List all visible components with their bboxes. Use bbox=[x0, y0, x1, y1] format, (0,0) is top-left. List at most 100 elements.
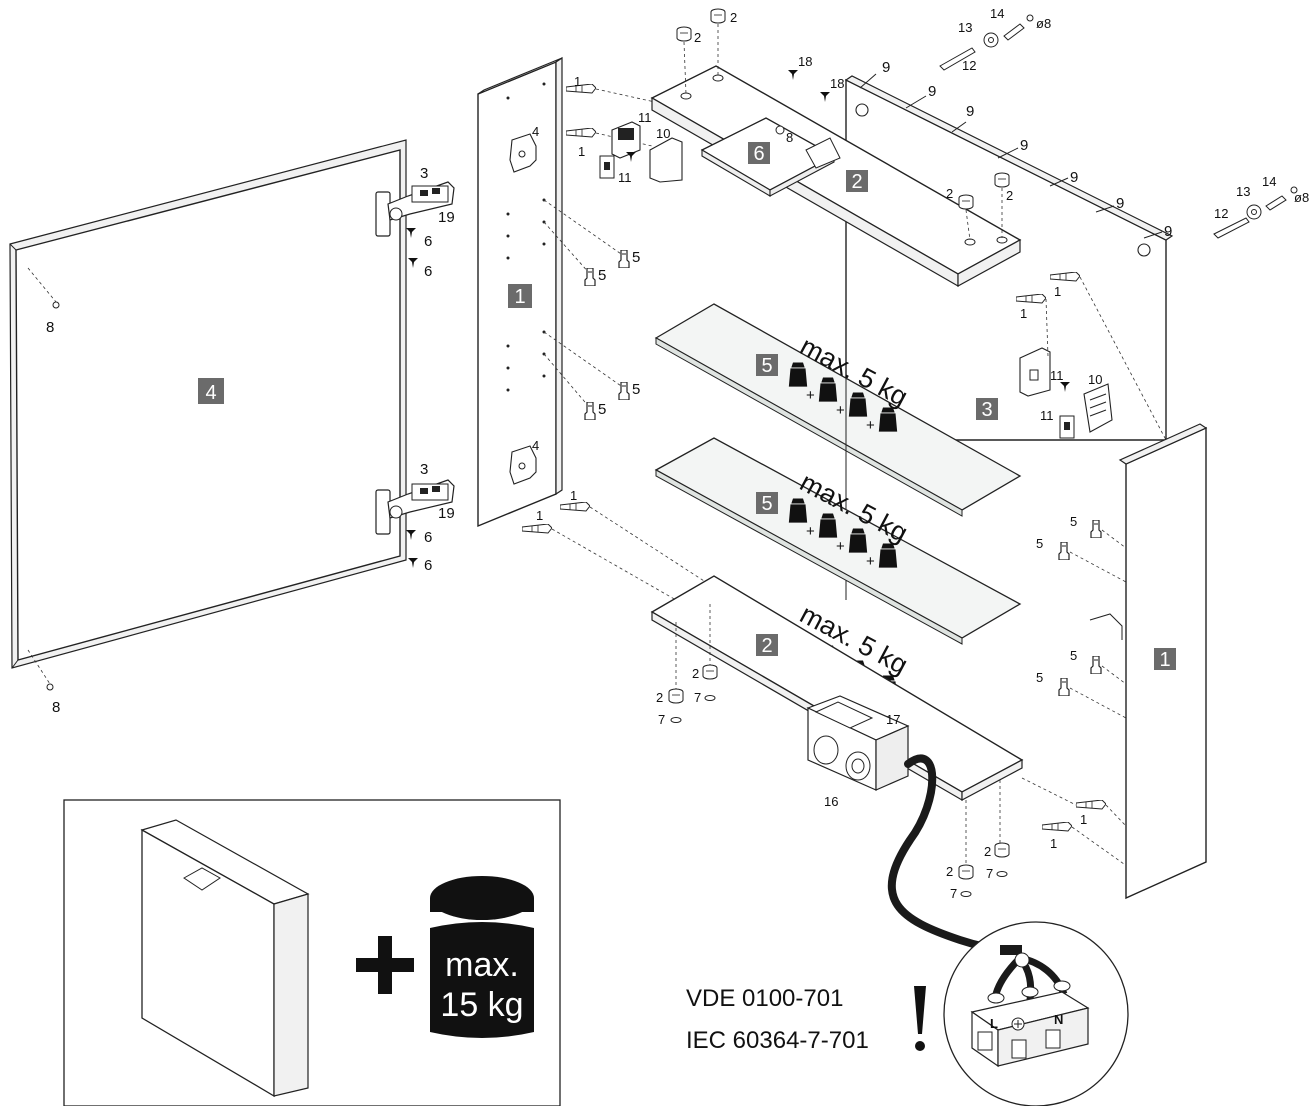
cam-lock-icon bbox=[668, 688, 684, 704]
plus-label: + bbox=[836, 538, 845, 555]
hinge-bottom bbox=[375, 479, 455, 535]
callout-2: 2 bbox=[730, 10, 737, 25]
cam-lock-icon bbox=[958, 864, 974, 880]
callout-2: 2 bbox=[946, 864, 953, 879]
callout-5: 5 bbox=[632, 249, 640, 266]
cam-lock-icon bbox=[702, 664, 718, 680]
screw-icon bbox=[820, 92, 830, 102]
box-label-6: 6 bbox=[753, 143, 764, 165]
callout-14-right: 14 bbox=[1262, 174, 1276, 189]
dowel-icon bbox=[1076, 800, 1106, 810]
callout-10: 10 bbox=[656, 126, 670, 141]
cam-lock-icon bbox=[994, 842, 1010, 858]
callout-17: 17 bbox=[886, 712, 900, 727]
warning-icon bbox=[914, 986, 926, 1051]
screw-icon bbox=[406, 530, 416, 540]
dowel-icon bbox=[560, 502, 590, 512]
callout-5: 5 bbox=[1036, 670, 1043, 685]
callout-18: 18 bbox=[798, 54, 812, 69]
hinge-top bbox=[375, 181, 455, 237]
cam-lock-icon bbox=[994, 172, 1010, 188]
dowel-icon bbox=[566, 128, 596, 138]
callout-4-top: 4 bbox=[532, 124, 539, 139]
bracket-top-left bbox=[599, 121, 683, 183]
callout-14-top: 14 bbox=[990, 6, 1004, 21]
hinge-plate-top bbox=[509, 133, 537, 173]
box-label-4-door: 4 bbox=[205, 382, 216, 404]
callout-2: 2 bbox=[656, 690, 663, 705]
callout-3-top: 3 bbox=[420, 165, 428, 182]
callout-2: 2 bbox=[984, 844, 991, 859]
screw-icon bbox=[406, 228, 416, 238]
weight-label-line2: 15 kg bbox=[440, 986, 523, 1024]
box-label-5-lower: 5 bbox=[761, 493, 772, 515]
plus-label: + bbox=[866, 417, 875, 434]
callout-1: 1 bbox=[574, 74, 581, 89]
screw-icon bbox=[626, 152, 636, 162]
shelf-support-icon bbox=[1090, 520, 1102, 538]
callout-9: 9 bbox=[1116, 195, 1124, 212]
wall-fixing-right bbox=[1213, 186, 1298, 239]
callout-2: 2 bbox=[692, 666, 699, 681]
plus-label: + bbox=[836, 402, 845, 419]
callout-5: 5 bbox=[1036, 536, 1043, 551]
shelf-support-icon bbox=[618, 382, 630, 400]
callout-18: 18 bbox=[830, 76, 844, 91]
callout-9: 9 bbox=[966, 103, 974, 120]
shelf-support-icon bbox=[584, 268, 596, 286]
callout-1: 1 bbox=[578, 144, 585, 159]
callout-5: 5 bbox=[598, 267, 606, 284]
callout-5: 5 bbox=[1070, 514, 1077, 529]
dowel-icon bbox=[522, 524, 552, 534]
back-panel-screws bbox=[859, 73, 1163, 239]
callout-8-bottom: 8 bbox=[52, 699, 60, 716]
box-tag-1-right bbox=[1154, 648, 1176, 670]
box-tag-2-bottom bbox=[756, 634, 778, 656]
right-side-panel bbox=[1089, 423, 1208, 900]
wall-fixing-top bbox=[939, 14, 1034, 71]
plus-sign bbox=[356, 936, 414, 994]
terminal-block bbox=[970, 945, 1090, 1068]
bracket-right bbox=[1019, 347, 1113, 439]
shelf-support-icon bbox=[618, 250, 630, 268]
box-tag-5-upper bbox=[756, 354, 778, 376]
callout-19-bottom: 19 bbox=[438, 505, 455, 522]
callout-10: 10 bbox=[1088, 372, 1102, 387]
load-inset-frame bbox=[63, 799, 561, 1106]
callout-12-right: 12 bbox=[1214, 206, 1228, 221]
callout-1: 1 bbox=[1050, 836, 1057, 851]
callout-11: 11 bbox=[638, 110, 652, 125]
callout-8-plate: 8 bbox=[786, 130, 793, 145]
callout-2: 2 bbox=[1006, 188, 1013, 203]
plus-label: + bbox=[866, 553, 875, 570]
callout-9: 9 bbox=[882, 59, 890, 76]
cam-lock-icon bbox=[958, 194, 974, 210]
door-panel bbox=[9, 139, 407, 691]
screw-icon bbox=[788, 70, 798, 80]
glass-shelf-lower bbox=[654, 437, 1022, 645]
callout-3-bottom: 3 bbox=[420, 461, 428, 478]
terminal-live-label: L bbox=[990, 1016, 998, 1031]
callout-2: 2 bbox=[946, 186, 953, 201]
dowel-icon bbox=[1042, 822, 1072, 832]
weight-15kg-icon bbox=[430, 876, 534, 1038]
callout-7: 7 bbox=[658, 712, 665, 727]
box-label-1-left: 1 bbox=[514, 286, 525, 308]
callout-12-top: 12 bbox=[962, 58, 976, 73]
callout-8-top: 8 bbox=[46, 319, 54, 336]
callout-6: 6 bbox=[424, 263, 432, 280]
callout-9: 9 bbox=[1070, 169, 1078, 186]
callout-1: 1 bbox=[536, 508, 543, 523]
callout-9: 9 bbox=[1164, 223, 1172, 240]
shelf-support-icon bbox=[1058, 678, 1070, 696]
callout-2: 2 bbox=[694, 30, 701, 45]
box-tag-6 bbox=[748, 142, 770, 164]
callout-1: 1 bbox=[570, 488, 577, 503]
callout-1: 1 bbox=[1020, 306, 1027, 321]
box-label-1-right: 1 bbox=[1159, 649, 1170, 671]
standard-vde: VDE 0100-701 bbox=[686, 985, 843, 1012]
callout-7: 7 bbox=[950, 886, 957, 901]
screw-icon bbox=[408, 558, 418, 568]
callout-11: 11 bbox=[1050, 368, 1064, 383]
